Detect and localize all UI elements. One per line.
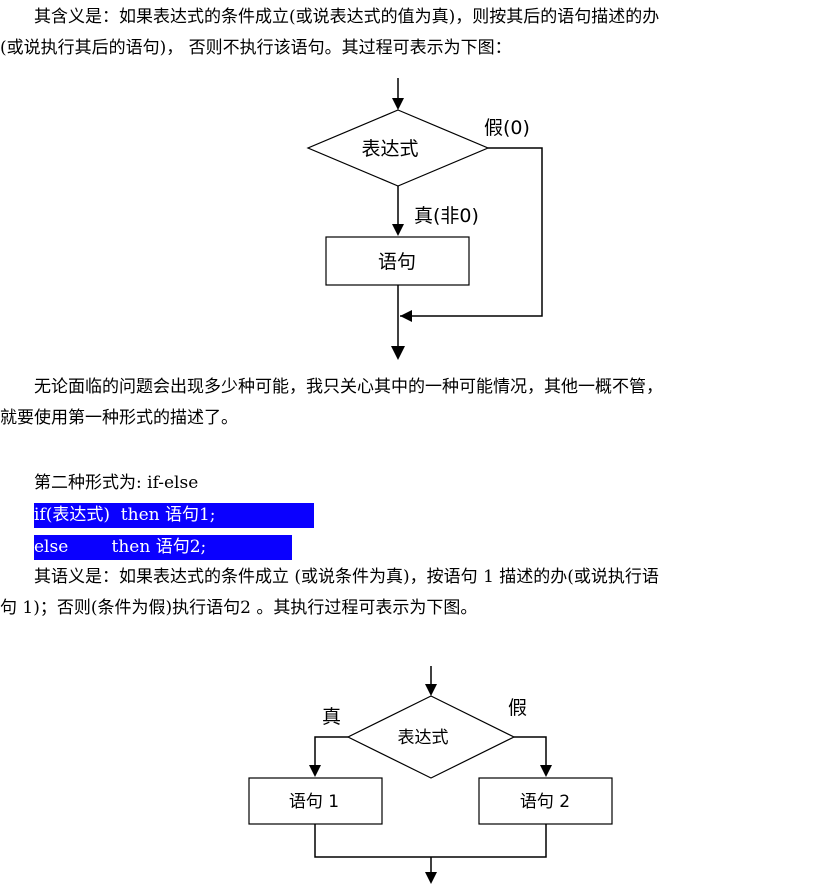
- arrowhead: [391, 346, 405, 360]
- paragraph-line: 其含义是：如果表达式的条件成立(或说表达式的值为真)，则按其后的语句描述的办: [34, 7, 660, 27]
- true-label: 真: [322, 706, 341, 728]
- true-branch-line: [314, 736, 348, 768]
- paragraph-line: 就要使用第一种形式的描述了。: [0, 408, 238, 428]
- false-branch-line: [514, 736, 547, 768]
- paragraph-line: 其语义是：如果表达式的条件成立 (或说条件为真)，按语句 1 描述的办(或说执行…: [34, 567, 659, 587]
- condition-label: 表达式: [398, 728, 449, 748]
- paragraph-if-else-semantics: 其语义是：如果表达式的条件成立 (或说条件为真)，按语句 1 描述的办(或说执行…: [0, 562, 818, 624]
- code-line-else: else then 语句2;: [34, 535, 292, 560]
- false-branch-line: [400, 147, 543, 317]
- arrowhead: [400, 310, 412, 322]
- arrowhead: [425, 684, 437, 696]
- code-line-if: if(表达式) then 语句1;: [34, 503, 314, 528]
- condition-label: 表达式: [361, 138, 418, 160]
- false-label: 假: [508, 697, 527, 719]
- arrowhead: [540, 765, 552, 777]
- arrowhead: [425, 872, 437, 884]
- paragraph-first-form-usage: 无论面临的问题会出现多少种可能，我只关心其中的一种可能情况，其他一概不管， 就要…: [0, 372, 818, 434]
- paragraph-line: 第二种形式为: if-else: [34, 473, 199, 493]
- statement-1-label: 语句 1: [289, 792, 339, 812]
- paragraph-line: 句 1)；否则(条件为假)执行语句2 。其执行过程可表示为下图。: [0, 598, 478, 618]
- paragraph-second-form-title: 第二种形式为: if-else: [0, 468, 818, 499]
- statement-label: 语句: [378, 251, 416, 273]
- statement-2-label: 语句 2: [520, 792, 570, 812]
- paragraph-line: (或说执行其后的语句)， 否则不执行该语句。其过程可表示为下图：: [0, 38, 512, 58]
- statement-box: [325, 236, 470, 286]
- statement-box-2: [478, 777, 613, 825]
- paragraph-if-semantics: 其含义是：如果表达式的条件成立(或说表达式的值为真)，则按其后的语句描述的办 (…: [0, 2, 818, 64]
- arrowhead: [392, 224, 404, 236]
- paragraph-line: 无论面临的问题会出现多少种可能，我只关心其中的一种可能情况，其他一概不管，: [34, 377, 663, 397]
- arrowhead: [392, 98, 404, 110]
- false-label: 假(0): [484, 117, 530, 139]
- true-label: 真(非0): [414, 205, 479, 227]
- condition-diamond: [346, 695, 516, 779]
- arrowhead: [309, 765, 321, 777]
